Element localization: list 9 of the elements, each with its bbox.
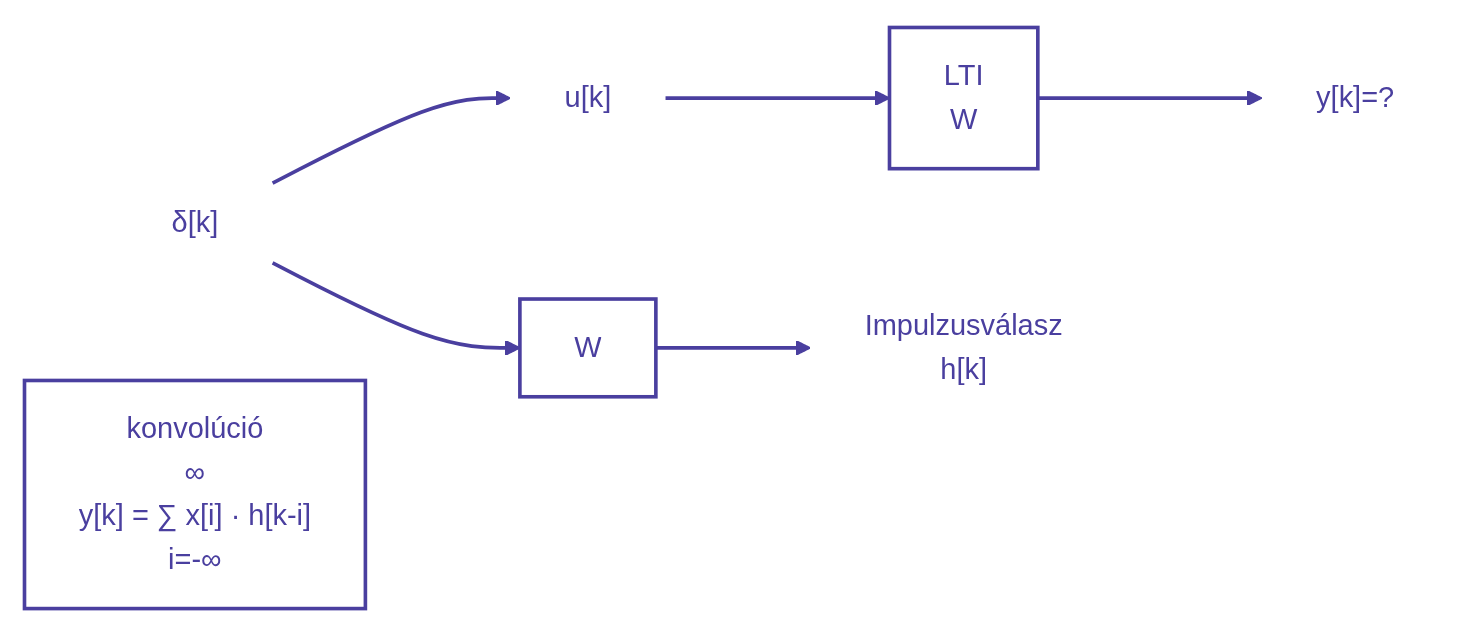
node-box <box>887 25 1040 171</box>
node-box <box>518 297 658 399</box>
node-text: y[k]=? <box>1316 81 1395 113</box>
node-text: h[k] <box>940 353 987 385</box>
arrow <box>271 90 511 185</box>
node-text: δ[k] <box>171 206 219 238</box>
node-box <box>22 378 368 611</box>
diagram: u[k] LTI W y[k]=? δ[k] W Impulzusválasz h[k] konvolúció ∞ y[k] = ∑ x[i] · h[k-i] i=-∞ <box>10 12 1463 624</box>
node-text: u[k] <box>564 81 612 113</box>
